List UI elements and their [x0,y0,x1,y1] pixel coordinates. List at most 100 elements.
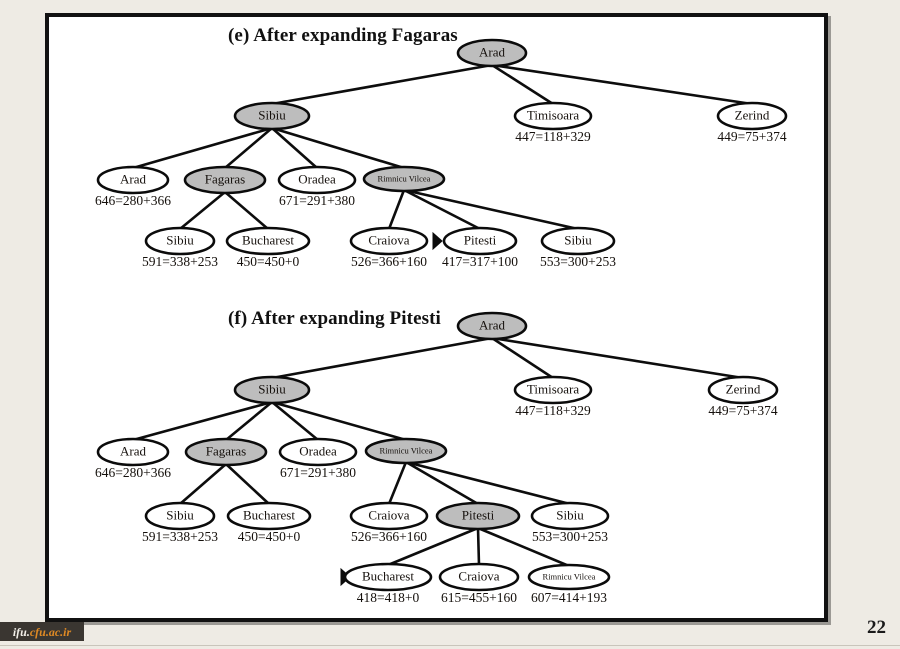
node-label-sibiu: Sibiu [258,107,286,122]
node-ellipse-sibiu-3 [540,226,616,256]
node-cost-craiova-2: 615=455+160 [441,590,517,605]
tree-node-bucharest-1[interactable]: Bucharest 450=450+0 [226,501,312,544]
tree-node-arad-root[interactable]: Arad [456,38,528,68]
node-ellipse-oradea [278,437,358,467]
tree-node-sibiu[interactable]: Sibiu [233,375,311,405]
node-label-timisoara: Timisoara [527,107,579,122]
node-ellipse-fagaras [184,437,268,467]
node-cost-sibiu-3: 553=300+253 [540,254,616,269]
node-cost-timisoara: 447=118+329 [515,129,591,144]
node-ellipse-rimnicu-2 [527,563,611,591]
node-label-bucharest-2: Bucharest [362,568,414,583]
watermark-secondary-text: cfu.ac.ir [29,624,72,639]
tree-edge-arad-root-to-timisoara [490,63,555,106]
tree-node-sibiu-2[interactable]: Sibiu 591=338+253 [142,501,218,544]
tree-node-timisoara[interactable]: Timisoara 447=118+329 [513,101,593,144]
node-cost-sibiu-2: 591=338+253 [142,529,218,544]
node-ellipse-zerind [716,101,788,131]
node-cost-sibiu-3: 553=300+253 [532,529,608,544]
node-ellipse-sibiu [233,101,311,131]
node-label-pitesti: Pitesti [462,507,495,522]
node-ellipse-rimnicu [362,165,446,193]
node-cost-zerind: 449=75+374 [708,403,777,418]
footer-divider [0,645,900,646]
tree-edge-fagaras-to-bucharest-1 [224,462,271,506]
tree-node-rimnicu[interactable]: Rimnicu Vilcea [364,437,448,465]
node-ellipse-arad-2 [96,165,170,195]
tree-node-arad-root[interactable]: Arad [456,311,528,341]
tree-node-fagaras[interactable]: Fagaras [184,437,268,467]
tree-node-zerind[interactable]: Zerind 449=75+374 [707,375,779,418]
tree-node-sibiu-3[interactable]: Sibiu 553=300+253 [530,501,610,544]
tree-edge-pitesti-to-bucharest-2 [386,526,480,567]
node-ellipse-zerind [707,375,779,405]
tree-node-bucharest-2[interactable]: Bucharest 418=418+0 [343,562,433,605]
node-cost-craiova: 526=366+160 [351,254,427,269]
node-cost-arad-2: 646=280+366 [95,193,171,208]
node-ellipse-sibiu-2 [144,501,216,531]
tree-edge-pitesti-to-craiova-2 [476,526,481,567]
node-cost-sibiu-2: 591=338+253 [142,254,218,269]
site-watermark: ifu.cfu.ac.ir [0,622,84,641]
tree-edge-sibiu-to-arad-2 [131,126,274,170]
watermark-primary-text: ifu. [12,624,30,639]
tree-edge-sibiu-to-rimnicu [270,400,408,442]
node-label-fagaras: Fagaras [205,171,245,186]
tree-node-arad-2[interactable]: Arad 646=280+366 [95,437,171,480]
tree-edge-rimnicu-to-pitesti [404,460,480,506]
tree-edge-arad-root-to-sibiu [270,63,494,106]
node-ellipse-timisoara [513,101,593,131]
tree-node-rimnicu[interactable]: Rimnicu Vilcea [362,165,446,193]
panel-title-e: (e) After expanding Fagaras [228,25,458,46]
node-cost-bucharest-1: 450=450+0 [238,529,301,544]
node-ellipse-rimnicu [364,437,448,465]
tree-edge-sibiu-to-fagaras [224,400,274,442]
node-label-oradea: Oradea [299,443,337,458]
tree-node-fagaras[interactable]: Fagaras [183,165,267,195]
node-ellipse-sibiu [233,375,311,405]
node-cost-oradea: 671=291+380 [279,193,355,208]
node-ellipse-sibiu-2 [144,226,216,256]
node-cost-arad-2: 646=280+366 [95,465,171,480]
tree-edge-rimnicu-to-sibiu-3 [402,188,580,231]
node-ellipse-timisoara [513,375,593,405]
tree-node-sibiu[interactable]: Sibiu [233,101,311,131]
node-label-sibiu-2: Sibiu [166,507,194,522]
tree-edge-sibiu-to-arad-2 [131,400,274,442]
node-cost-bucharest-2: 418=418+0 [357,590,420,605]
node-ellipse-bucharest [225,226,311,256]
node-ellipse-fagaras [183,165,267,195]
node-label-arad-2: Arad [120,443,146,458]
node-ellipse-arad-root [456,311,528,341]
node-label-rimnicu-2: Rimnicu Vilcea [543,571,596,581]
tree-edge-arad-root-to-timisoara [490,336,555,380]
node-ellipse-sibiu-3 [530,501,610,531]
node-label-zerind: Zerind [735,107,770,122]
node-ellipse-pitesti [435,501,521,531]
edge-group-f [131,336,745,568]
tree-edge-rimnicu-to-pitesti [402,188,482,231]
node-label-sibiu-3: Sibiu [556,507,584,522]
node-label-zerind: Zerind [726,381,761,396]
node-label-bucharest: Bucharest [242,232,294,247]
node-label-fagaras: Fagaras [206,443,246,458]
tree-edge-rimnicu-to-craiova [387,188,406,231]
node-ellipse-pitesti [442,226,518,256]
node-label-bucharest-1: Bucharest [243,507,295,522]
tree-node-pitesti[interactable]: Pitesti [435,501,521,531]
